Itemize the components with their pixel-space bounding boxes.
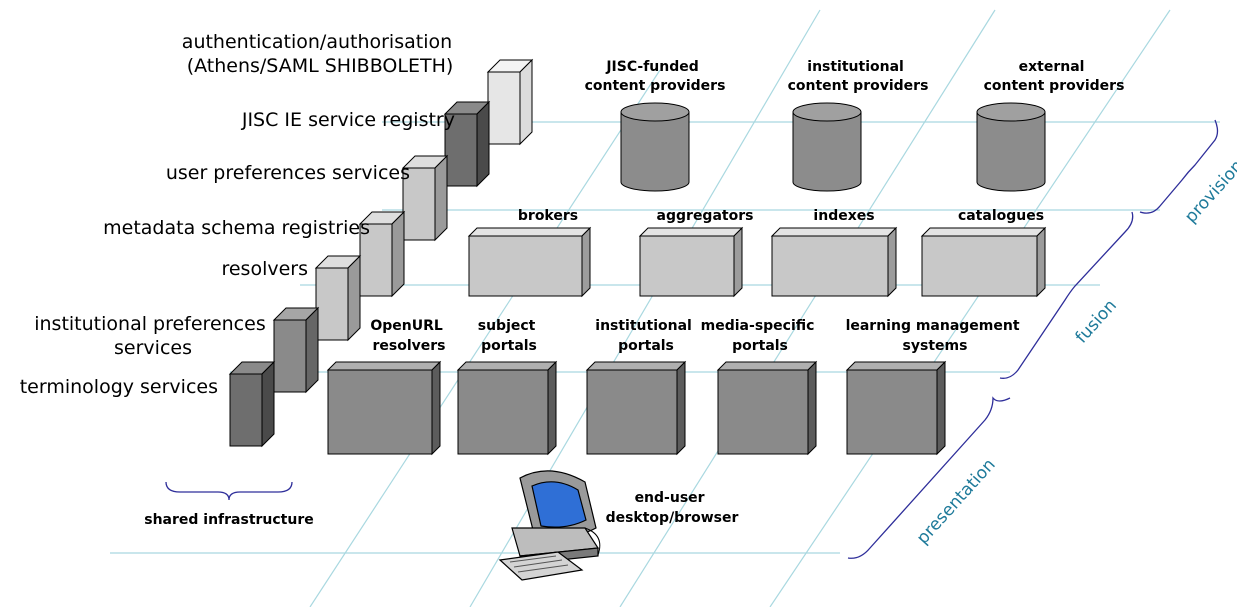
shared-service-label: terminology services (20, 376, 218, 398)
presentation-label: learning management systems (846, 318, 1025, 354)
shared-service-label: user preferences services (166, 162, 410, 184)
fusion-label: brokers (518, 208, 578, 224)
presentation-layer-label: presentation (913, 455, 1000, 548)
shared-infrastructure-stack (228, 58, 534, 448)
shared-service-box (486, 58, 534, 146)
fusion-label: indexes (813, 208, 874, 224)
presentation-box (326, 360, 442, 456)
fusion-box (920, 226, 1047, 298)
shared-service-label: authentication/authorisation (Athens/SAM… (182, 31, 458, 77)
shared-service-box (228, 360, 276, 448)
presentation-box (845, 360, 947, 456)
presentation-box (456, 360, 558, 456)
provider-label: external content providers (984, 59, 1125, 94)
fusion-layer-label: fusion (1072, 296, 1121, 348)
presentation-label: institutional portals (595, 318, 696, 354)
end-user-label: end-user desktop/browser (606, 490, 739, 526)
perspective-line (619, 9, 996, 608)
provision-layer-label: provision (1181, 156, 1237, 227)
provision-brace (1139, 119, 1219, 214)
fusion-services: brokers aggregators indexes catalogues (467, 208, 1047, 298)
shared-service-box (443, 100, 491, 188)
desktop-computer-icon (498, 470, 601, 581)
shared-service-box (272, 306, 320, 394)
fusion-box (467, 226, 592, 298)
fusion-box (770, 226, 898, 298)
fusion-label: aggregators (657, 208, 754, 224)
shared-service-box (358, 210, 406, 298)
shared-service-label: resolvers (221, 258, 308, 280)
content-providers: JISC-funded content providers institutio… (585, 59, 1125, 192)
presentation-box (716, 360, 818, 456)
presentation-label: OpenURL resolvers (370, 318, 447, 354)
fusion-label: catalogues (958, 208, 1044, 224)
provider-label: institutional content providers (788, 59, 929, 94)
shared-service-box (314, 254, 362, 342)
provider-label: JISC-funded content providers (585, 59, 726, 94)
shared-service-label: JISC IE service registry (241, 109, 455, 131)
shared-service-box (401, 154, 449, 242)
shared-service-label: metadata schema registries (103, 217, 370, 239)
provider-cylinder (792, 102, 862, 192)
fusion-brace (999, 211, 1134, 379)
presentation-label: media-specific portals (701, 318, 820, 354)
perspective-line (769, 9, 1171, 608)
presentation-brace (847, 396, 1011, 559)
shared-service-label: institutional preferences services (34, 313, 272, 359)
shared-service-labels: authentication/authorisation (Athens/SAM… (20, 31, 458, 398)
shared-infrastructure-brace (165, 481, 293, 501)
provider-cylinder (976, 102, 1046, 192)
presentation-box (585, 360, 687, 456)
presentation-services: OpenURL resolvers subject portals instit… (326, 318, 1025, 456)
perspective-line (309, 69, 661, 608)
presentation-label: subject portals (478, 318, 540, 354)
shared-infrastructure-label: shared infrastructure (144, 512, 314, 528)
fusion-box (638, 226, 744, 298)
provider-cylinder (620, 102, 690, 192)
